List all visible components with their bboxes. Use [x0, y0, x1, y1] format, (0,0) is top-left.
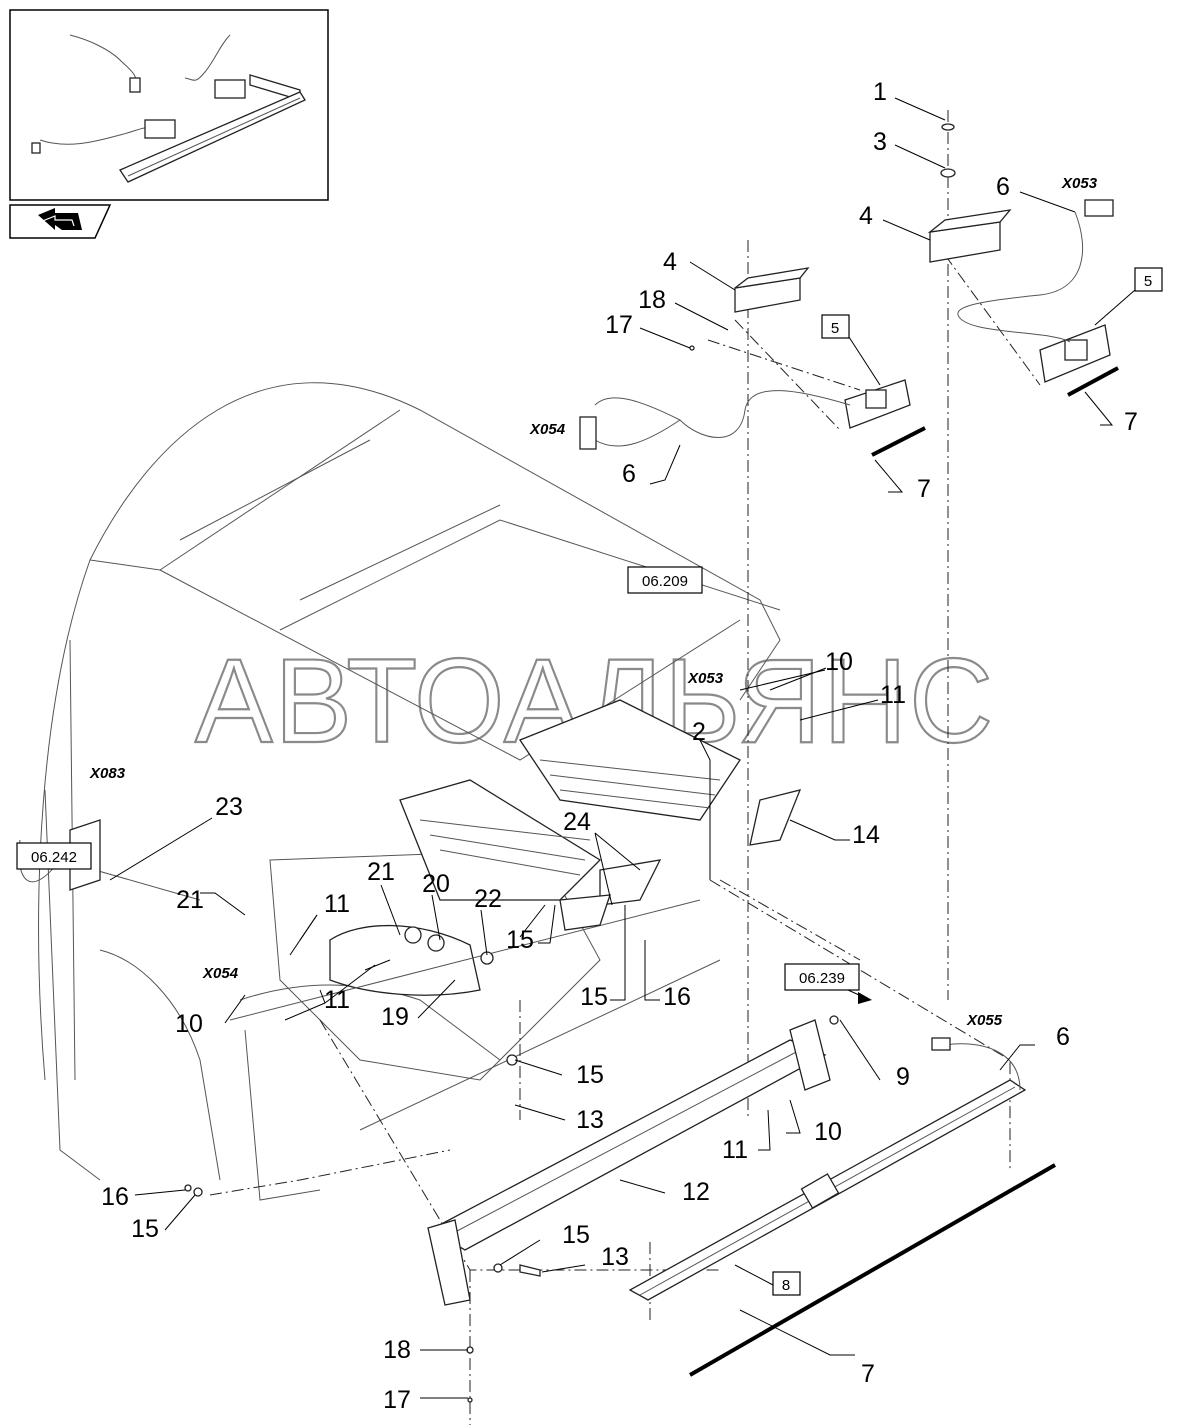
mounting-rail-assembly: [427, 1019, 831, 1306]
svg-text:06.209: 06.209: [642, 573, 688, 590]
combine-body-outline: [18, 382, 802, 1201]
boxed-callout-5-left: 5: [821, 314, 881, 386]
ref-box-06-209[interactable]: 06.209: [627, 566, 703, 594]
ref-box-06-242[interactable]: 06.242: [16, 842, 92, 870]
return-arrow-icon: [38, 208, 82, 230]
callout-number: 15: [576, 1061, 604, 1089]
connector-label: X055: [966, 1012, 1003, 1029]
svg-text:5: 5: [831, 320, 839, 337]
callout-number: 3: [873, 128, 887, 156]
part-callouts: 1 3 6 4 4 18 17 6 7 7 10 11 2 14 24 23 2…: [101, 78, 1138, 1414]
boxed-callout-5-right: 5: [1094, 267, 1163, 326]
svg-text:06.239: 06.239: [799, 970, 845, 987]
connector-label: X053: [1061, 175, 1098, 192]
callout-number: 7: [1124, 408, 1138, 436]
callout-number: 16: [101, 1183, 129, 1211]
light-strip-right: [1067, 366, 1119, 397]
switch-plate-right: [1039, 324, 1111, 383]
callout-number: 18: [638, 286, 666, 314]
callout-number: 19: [381, 1003, 409, 1031]
connector-label: X053: [687, 670, 724, 687]
light-strip-bottom: [689, 1163, 1056, 1377]
callout-number: 7: [917, 475, 931, 503]
callout-number: 11: [880, 681, 906, 709]
callout-number: 10: [825, 648, 853, 676]
svg-text:5: 5: [1144, 273, 1152, 290]
lamp-housing-left: [734, 267, 810, 313]
inset-nav-button[interactable]: [9, 204, 112, 239]
lamp-bar-assembly: [628, 1037, 1027, 1301]
callout-number: 15: [131, 1215, 159, 1243]
callout-number: 10: [175, 1010, 203, 1038]
callout-number: 4: [859, 202, 873, 230]
callout-number: 6: [996, 173, 1010, 201]
switch-plate-left: [844, 379, 911, 429]
callout-number: 15: [506, 926, 534, 954]
washer-part-1: [941, 123, 955, 131]
callout-number: 6: [1056, 1023, 1070, 1051]
connector-label: X054: [202, 965, 239, 982]
callout-number: 6: [622, 460, 636, 488]
inset-thumbnail[interactable]: [9, 9, 329, 201]
callout-number: 21: [176, 886, 204, 914]
callout-number: 23: [215, 793, 243, 821]
connector-label: X054: [529, 421, 566, 438]
light-strip-left: [871, 426, 926, 457]
callout-number: 21: [367, 858, 395, 886]
callout-number: 13: [601, 1243, 629, 1271]
svg-text:06.242: 06.242: [31, 849, 77, 866]
callout-number: 11: [722, 1136, 748, 1164]
callout-number: 7: [861, 1360, 875, 1388]
callout-number: 22: [474, 885, 502, 913]
callout-number: 17: [383, 1386, 411, 1414]
callout-number: 15: [562, 1221, 590, 1249]
callout-number: 10: [814, 1118, 842, 1146]
small-hardware: [184, 345, 839, 1403]
connector-label: X083: [89, 765, 126, 782]
callout-number: 9: [896, 1063, 910, 1091]
callout-number: 1: [873, 78, 887, 106]
callout-number: 14: [852, 821, 880, 849]
callout-number: 20: [422, 870, 450, 898]
callout-number: 18: [383, 1336, 411, 1364]
callout-number: 12: [682, 1178, 710, 1206]
lamp-housing-upper: [927, 209, 1012, 263]
pulley-assembly: [404, 926, 494, 965]
callout-number: 4: [663, 248, 677, 276]
washer-part-3: [940, 168, 956, 178]
harness-cable-upper: [957, 199, 1114, 343]
ref-box-06-239[interactable]: 06.239: [784, 963, 872, 1004]
callout-number: 2: [692, 718, 706, 746]
callout-number: 11: [324, 890, 350, 918]
harness-cable-left: [579, 390, 851, 450]
callout-number: 15: [580, 983, 608, 1011]
boxed-callout-8: 8: [734, 1264, 801, 1296]
callout-number: 17: [605, 311, 633, 339]
callout-number: 16: [663, 983, 691, 1011]
callout-number: 13: [576, 1106, 604, 1134]
callout-number: 11: [324, 986, 350, 1014]
callout-number: 24: [563, 808, 591, 836]
svg-text:8: 8: [782, 1277, 790, 1294]
leader-lines: [109, 97, 1114, 1399]
